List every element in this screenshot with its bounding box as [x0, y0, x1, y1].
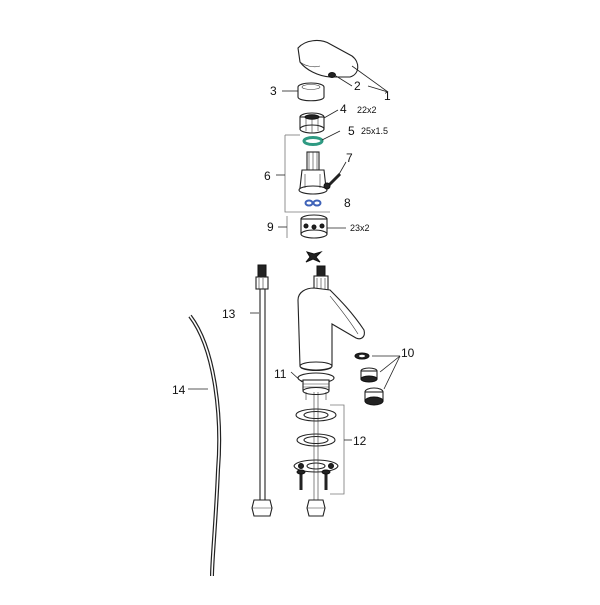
mixer-body-part: [297, 265, 365, 372]
threaded-shank-part: [297, 372, 335, 400]
callout-7: 7: [346, 151, 353, 165]
callout-1: 1: [384, 89, 391, 103]
spec-23x2: 23x2: [350, 223, 370, 233]
star-connector-part: [305, 250, 323, 263]
callout-9: 9: [267, 220, 274, 234]
flexible-rod-part: [188, 314, 222, 577]
o-rings-part: [304, 199, 322, 207]
callout-8: 8: [344, 196, 351, 210]
aerator-set-part: [354, 352, 384, 406]
set-screw-part: [328, 72, 336, 78]
spec-25x1-5: 25x1.5: [361, 126, 388, 136]
seal-ring-25x1-5-part: [302, 136, 324, 146]
callout-13: 13: [222, 307, 236, 321]
center-supply-hose-part: [306, 392, 326, 517]
callout-4: 4: [340, 102, 347, 116]
cover-sleeve-part: [297, 82, 325, 102]
callout-3: 3: [270, 84, 277, 98]
callout-11: 11: [274, 367, 287, 381]
callout-2: 2: [354, 79, 361, 93]
callout-14: 14: [172, 383, 186, 397]
adapter-23x2-part: [286, 214, 328, 239]
handle-lever-part: [297, 39, 359, 78]
callout-10: 10: [401, 346, 415, 360]
spec-22x2: 22x2: [357, 105, 377, 115]
mounting-set-part: [293, 404, 345, 495]
callout-12: 12: [353, 434, 367, 448]
supply-hose-part: [251, 264, 273, 517]
callout-6: 6: [264, 169, 271, 183]
cartridge-screw-part: [323, 172, 342, 190]
callout-5: 5: [348, 124, 355, 138]
nut-22x2-part: [299, 112, 325, 134]
